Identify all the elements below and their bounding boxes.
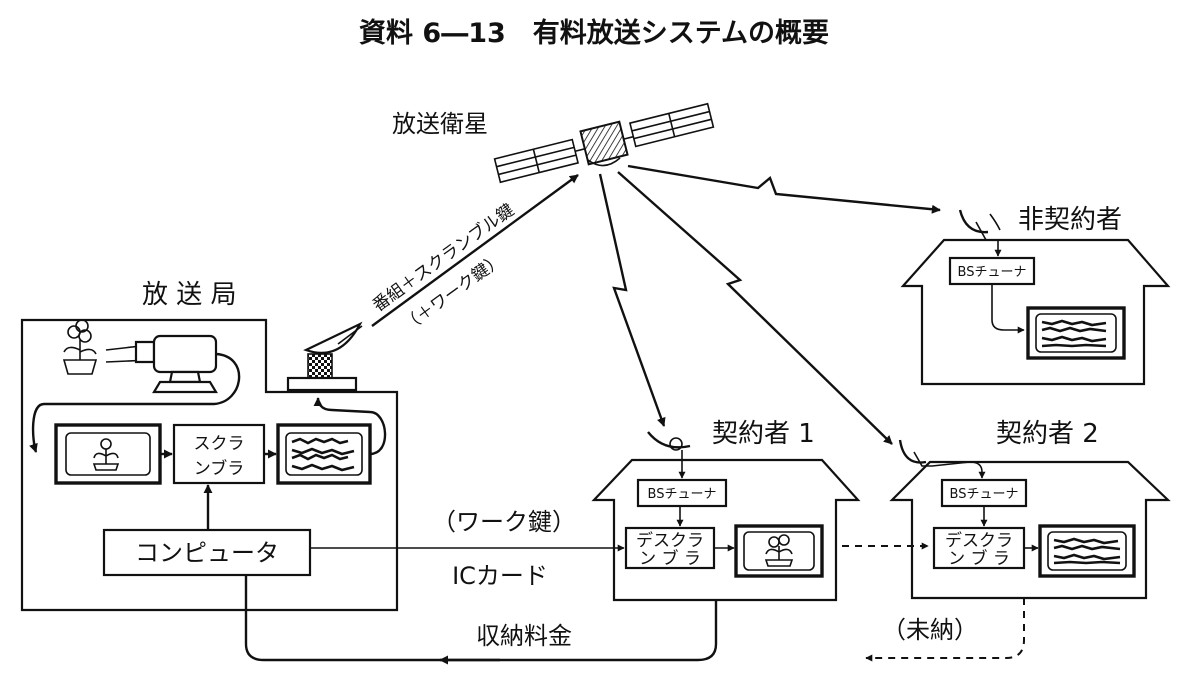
monitor-to-dish-line [313,397,387,456]
satellite-label: 放送衛星 [392,110,488,138]
unpaid-label: （未納） [882,616,978,644]
unpaid-dashed-arrow [865,598,1025,662]
downlink-subscriber-1 [598,173,666,427]
non-subscriber-label: 非契約者 [1018,205,1122,235]
dish-icon [898,439,932,467]
flower-icon [764,534,794,567]
station-monitor [54,423,162,485]
subscriber-1-tuner-label: BSチューナ [648,487,717,502]
fee-label: 収納料金 [476,622,572,650]
subscriber-1-tv [734,524,824,578]
station-label: 放 送 局 [142,280,237,310]
satellite-icon [493,102,715,184]
subscriber-2-descrambler-label-2: ン ブ ラ [948,548,1010,569]
work-key-label: （ワーク鍵） [432,508,576,536]
subscriber-2-tuner-label: BSチューナ [950,487,1019,502]
flower-icon [92,438,120,471]
computer-label: コンピュータ [135,539,279,567]
uplink-arrow [371,174,579,327]
diagram-title: 資料 6―13 有料放送システムの概要 [359,17,829,49]
dish-icon [958,209,1001,241]
ic-card-label: ICカード [452,562,548,590]
dish-icon [647,431,691,451]
subscriber-1-label: 契約者 1 [712,419,815,449]
flower-icon [62,319,98,375]
scrambler-label-1: スクラ [194,434,245,454]
subscriber-2-tv [1038,524,1136,578]
subscriber-2-label: 契約者 2 [996,419,1099,449]
subscriber-1-descrambler-label-2: ン ブ ラ [639,548,701,569]
downlink-non-subscriber [627,164,941,214]
non-subscriber-tuner-label: BSチューナ [958,265,1027,280]
tv-camera-icon [105,334,218,394]
downlink-subscriber-2 [617,171,893,445]
subscriber-2-descrambler-box [932,526,1026,570]
scrambler-label-2: ンブラ [194,458,245,479]
non-subscriber-tuner-box [948,256,1036,286]
subscriber-1-descrambler-label-1: デスクラ [636,530,704,551]
uplink-dish-icon [286,321,363,392]
subscriber-1-tuner-box [636,478,728,508]
scrambled-tv [1026,306,1126,360]
camera-to-monitor-line [29,352,241,453]
scrambled-monitor [276,423,372,485]
subscriber-2-descrambler-label-1: デスクラ [945,530,1013,551]
